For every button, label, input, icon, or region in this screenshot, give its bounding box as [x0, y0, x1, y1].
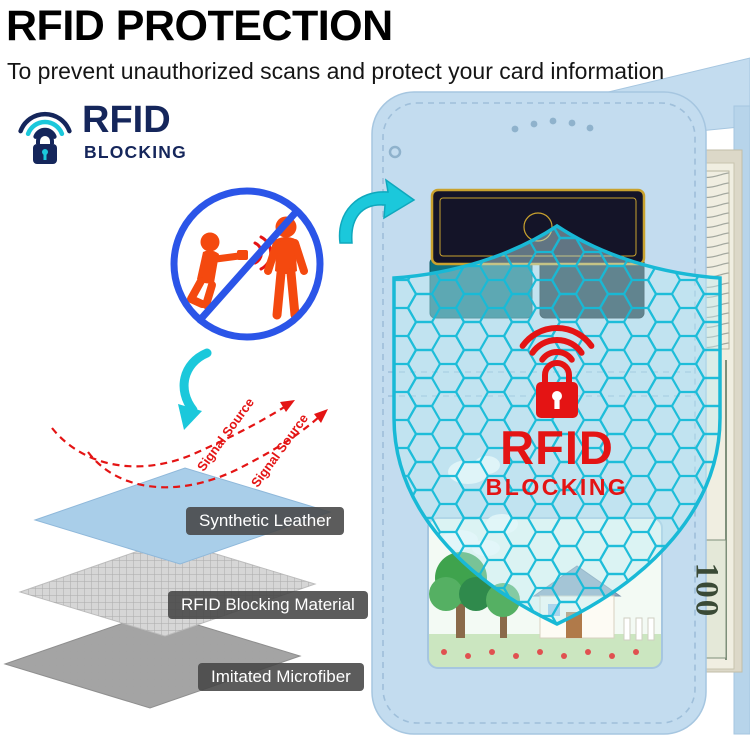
lock-icon: [536, 360, 578, 418]
curved-arrow-to-case-icon: [338, 178, 416, 244]
label-imitated-microfiber: Imitated Microfiber: [198, 663, 364, 691]
arrowhead-icon: [280, 400, 295, 412]
label-rfid-blocking-material: RFID Blocking Material: [168, 591, 368, 619]
label-synthetic-leather: Synthetic Leather: [186, 507, 345, 535]
page-title: RFID PROTECTION: [6, 2, 393, 50]
victim-person-figure: [264, 216, 308, 320]
scanner-person-figure: [187, 232, 248, 309]
logo-tagline-text: BLOCKING: [84, 142, 187, 162]
shield-rfid-text: RFID: [500, 421, 614, 474]
shield-blocking-text: BLOCKING: [485, 474, 629, 500]
page-subtitle: To prevent unauthorized scans and protec…: [7, 58, 665, 84]
banknote-denomination: 100: [688, 562, 725, 619]
signal-source-arrows: [51, 400, 328, 489]
arrowhead-icon: [314, 409, 328, 423]
fence: [623, 617, 655, 641]
flowers: [441, 649, 639, 659]
rfid-blocking-logo-icon: [18, 111, 72, 164]
camera-holes-icon: [511, 117, 594, 133]
case-eyelet-icon: [388, 145, 402, 159]
prohibition-circle-icon: [170, 187, 324, 341]
logo-name-text: RFID: [82, 99, 171, 141]
rfid-wave-icon: [519, 325, 595, 363]
curved-arrow-to-layers-icon: [178, 348, 212, 430]
prohibition-slash-icon: [196, 208, 300, 324]
scanner-device-icon: [237, 250, 248, 260]
no-scan-illustration: [170, 187, 324, 341]
